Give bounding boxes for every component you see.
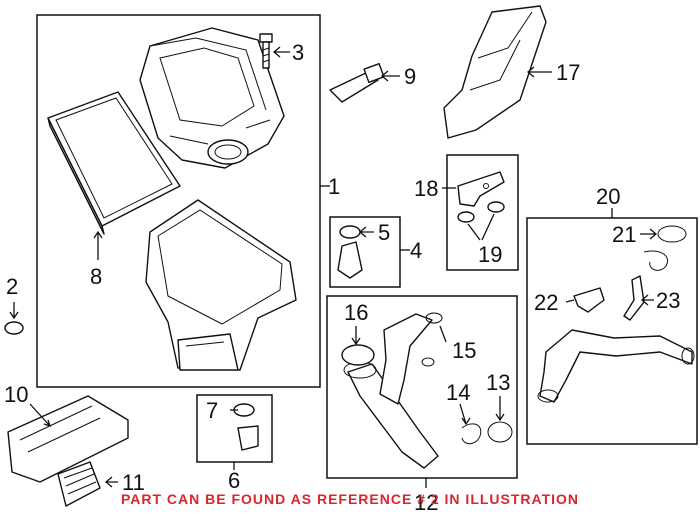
group-box-bracket-4 bbox=[329, 216, 401, 288]
spring-clip bbox=[643, 250, 668, 271]
callout-12: 12 bbox=[414, 490, 438, 514]
grommet-2 bbox=[4, 321, 24, 335]
callout-20: 20 bbox=[596, 184, 620, 209]
o-ring-15b bbox=[421, 357, 435, 367]
intake-scoop-10 bbox=[7, 395, 129, 483]
o-ring-21 bbox=[657, 225, 687, 243]
clip-14 bbox=[461, 423, 482, 445]
callout-9: 9 bbox=[404, 64, 416, 89]
hose-clamp-16 bbox=[341, 344, 375, 366]
callout-10: 10 bbox=[4, 382, 28, 407]
air-cleaner-lower-housing bbox=[145, 199, 297, 371]
callout-6: 6 bbox=[228, 468, 240, 493]
intake-duct-12 bbox=[343, 313, 439, 469]
grommets-19 bbox=[457, 201, 505, 223]
turbo-pipe-20 bbox=[537, 329, 695, 403]
o-ring-15a bbox=[425, 312, 443, 324]
resonator-17 bbox=[443, 5, 547, 139]
intake-grille-11 bbox=[57, 461, 101, 507]
bracket-4 bbox=[337, 241, 363, 279]
callout-17: 17 bbox=[556, 60, 580, 85]
callout-5: 5 bbox=[378, 220, 390, 245]
leader-lines bbox=[9, 46, 658, 488]
callout-21: 21 bbox=[612, 222, 636, 247]
air-filter-element bbox=[47, 91, 181, 235]
group-box-air-cleaner-assembly bbox=[36, 14, 321, 388]
callout-numbers: 1 2 3 4 5 6 7 8 9 10 11 12 13 14 15 16 1… bbox=[4, 40, 680, 514]
callout-13: 13 bbox=[486, 370, 510, 395]
callout-16: 16 bbox=[344, 300, 368, 325]
callout-19: 19 bbox=[478, 242, 502, 267]
footer-reference-note: PART CAN BE FOUND AS REFERENCE # 2 IN IL… bbox=[120, 491, 580, 507]
group-box-turbo-pipe-20 bbox=[526, 217, 698, 445]
callout-23: 23 bbox=[656, 288, 680, 313]
callout-7: 7 bbox=[206, 398, 218, 423]
callout-2: 2 bbox=[6, 274, 18, 299]
group-box-intake-duct-12 bbox=[326, 295, 518, 479]
callout-14: 14 bbox=[446, 380, 470, 405]
callout-22: 22 bbox=[534, 290, 558, 315]
callout-18: 18 bbox=[414, 176, 438, 201]
callout-1: 1 bbox=[328, 174, 340, 199]
bracket-18 bbox=[457, 171, 505, 207]
air-cleaner-upper-cover bbox=[139, 27, 285, 169]
bolt-3 bbox=[259, 33, 273, 69]
group-box-bracket-18 bbox=[446, 154, 519, 271]
callout-15: 15 bbox=[452, 338, 476, 363]
grommet-5 bbox=[339, 225, 361, 239]
bracket-6 bbox=[237, 425, 259, 451]
callout-3: 3 bbox=[292, 40, 304, 65]
mass-air-flow-sensor-9 bbox=[329, 62, 385, 103]
callout-4: 4 bbox=[410, 238, 422, 263]
pressure-sensor-22 bbox=[573, 287, 605, 313]
callout-11: 11 bbox=[122, 470, 145, 495]
temperature-sensor-23 bbox=[623, 275, 645, 321]
callout-8: 8 bbox=[90, 264, 102, 289]
seal-13 bbox=[487, 421, 513, 443]
